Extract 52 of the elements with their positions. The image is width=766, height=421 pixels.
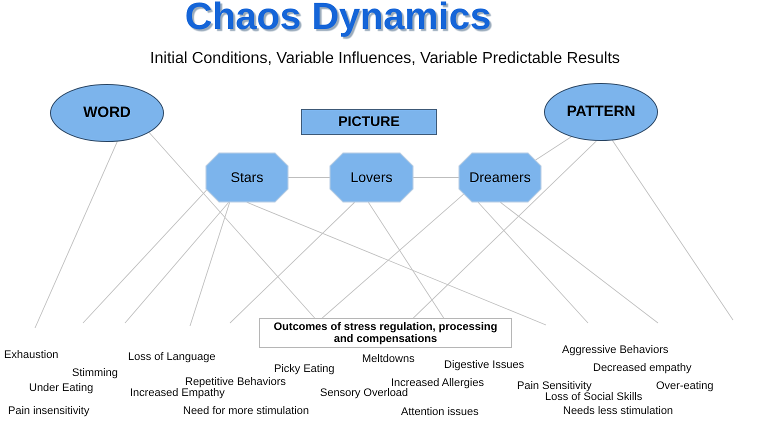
- connector-line: [534, 136, 572, 161]
- outcome-text: Picky Eating: [274, 363, 335, 375]
- outcome-box: [259, 318, 512, 348]
- connector-line: [477, 202, 588, 324]
- connector-line: [322, 193, 464, 318]
- node-label: PICTURE: [337, 114, 401, 130]
- rectangle-node: [301, 109, 437, 135]
- connector-line: [190, 202, 230, 326]
- outcome-text: Meltdowns: [362, 353, 415, 365]
- outcome-text: Loss of Language: [128, 351, 216, 363]
- outcome-text: Attention issues: [401, 406, 479, 418]
- node-label: Dreamers: [468, 170, 532, 186]
- outcome-text: Repetitive Behaviors: [185, 376, 286, 388]
- outcome-text: Pain insensitivity: [8, 405, 90, 417]
- node-label: Outcomes of stress regulation, processing and compensations: [272, 320, 498, 346]
- connector-line: [612, 140, 734, 320]
- outcome-text: Increased Allergies: [391, 377, 484, 389]
- outcome-text: Need for more stimulation: [183, 405, 309, 417]
- outcome-text: Pain Sensitivity: [517, 380, 592, 392]
- octagon-node: [206, 153, 288, 202]
- outcome-text: Decreased empathy: [593, 362, 692, 374]
- connector-line: [148, 132, 316, 318]
- node-label: PATTERN: [566, 104, 636, 120]
- outcome-text: Needs less stimulation: [563, 405, 674, 417]
- connector-line: [368, 202, 444, 318]
- outcome-text: Stimming: [72, 367, 118, 379]
- octagon-node: [459, 153, 541, 202]
- outcome-text: Increased Empathy: [130, 387, 225, 399]
- outcome-text: Aggressive Behaviors: [562, 344, 668, 356]
- connector-line: [246, 202, 546, 326]
- ellipse-node: [544, 83, 658, 141]
- outcome-text: Sensory Overload: [320, 387, 408, 399]
- node-label: WORD: [82, 104, 132, 122]
- node-label: Stars: [230, 170, 264, 186]
- octagon-node: [330, 153, 413, 202]
- node-label: Lovers: [349, 170, 394, 186]
- title: Chaos Dynamics: [184, 0, 492, 39]
- ellipse-node: [50, 84, 164, 142]
- connector-line: [412, 140, 597, 318]
- outcome-text: Over-eating: [656, 380, 714, 392]
- connector-line: [34, 141, 118, 328]
- outcome-text: Exhaustion: [4, 349, 58, 361]
- connector-line: [124, 202, 230, 324]
- outcome-text: Under Eating: [29, 382, 94, 394]
- connector-line: [500, 202, 658, 324]
- connector-line: [82, 189, 208, 324]
- outcome-text: Digestive Issues: [444, 359, 524, 371]
- outcome-text: Loss of Social Skills: [545, 391, 642, 403]
- connector-line: [230, 202, 356, 324]
- connector-line: [412, 177, 460, 178]
- connector-line: [288, 177, 330, 178]
- subtitle: Initial Conditions, Variable Influences, Variable Predictable Results: [149, 50, 621, 68]
